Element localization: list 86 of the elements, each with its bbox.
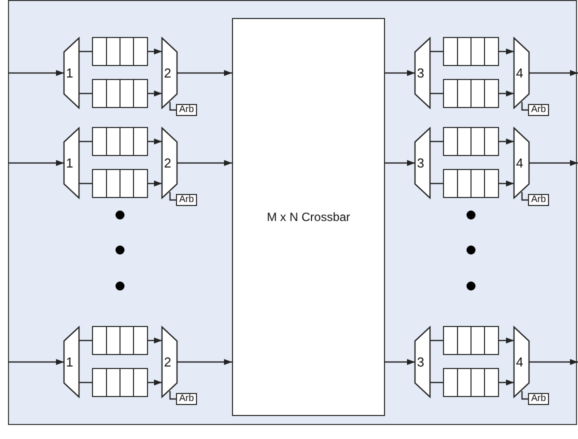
- connector-line: [430, 50, 443, 52]
- multiplexer: [514, 128, 529, 198]
- arbiter-block: Arb: [528, 104, 549, 116]
- arbiter-block: Arb: [528, 194, 549, 206]
- arrow: [385, 70, 415, 76]
- arrow: [148, 138, 162, 144]
- arrow: [499, 338, 514, 344]
- connector-line: [79, 140, 92, 142]
- port-number: 4: [516, 356, 524, 368]
- connector-line: [79, 92, 92, 94]
- arrow: [8, 70, 64, 76]
- arrow: [148, 380, 162, 386]
- arrow: [499, 90, 514, 96]
- arrow: [529, 160, 578, 166]
- connector-line: [430, 340, 443, 342]
- arrow: [529, 359, 578, 365]
- queue: [443, 127, 499, 156]
- arrow: [499, 180, 514, 186]
- arbiter-block: Arb: [176, 194, 197, 206]
- port-number: 4: [516, 156, 524, 170]
- connector-line: [521, 192, 528, 201]
- arrow: [385, 359, 415, 365]
- queue: [92, 79, 148, 108]
- connector-line: [430, 382, 443, 384]
- arbiter-block: Arb: [528, 393, 549, 405]
- arrow: [8, 160, 64, 166]
- queue: [92, 37, 148, 66]
- connector-line: [521, 391, 528, 400]
- multiplexer: [162, 38, 177, 108]
- queue: [92, 326, 148, 355]
- connector-line: [430, 182, 443, 184]
- port-number: 1: [66, 66, 74, 80]
- connector-line: [169, 102, 176, 111]
- demultiplexer: [64, 327, 79, 397]
- arbiter-block: Arb: [176, 104, 197, 116]
- arrow: [529, 70, 578, 76]
- arrow: [177, 160, 232, 166]
- demultiplexer: [415, 327, 430, 397]
- connector-line: [79, 50, 92, 52]
- arrow: [148, 180, 162, 186]
- connector-line: [430, 92, 443, 94]
- port-number: 3: [417, 156, 424, 170]
- queue: [92, 368, 148, 397]
- port-number: 2: [164, 356, 172, 368]
- multiplexer: [162, 327, 177, 397]
- arrow: [385, 160, 415, 166]
- connector-line: [169, 192, 176, 201]
- port-number: 1: [66, 356, 74, 368]
- arrow: [148, 90, 162, 96]
- arrow: [499, 48, 514, 54]
- connector-line: [79, 340, 92, 342]
- crossbar-label: M x N Crossbar: [266, 210, 350, 224]
- arrow: [499, 380, 514, 386]
- port-number: 4: [516, 66, 524, 80]
- port-number: 3: [417, 356, 424, 368]
- connector-line: [79, 382, 92, 384]
- port-number: 2: [164, 156, 172, 170]
- multiplexer: [162, 128, 177, 198]
- multiplexer: [514, 38, 529, 108]
- port-number: 3: [417, 66, 424, 80]
- queue: [443, 169, 499, 198]
- demultiplexer: [415, 38, 430, 108]
- arrow: [8, 359, 64, 365]
- arrow: [499, 138, 514, 144]
- arbiter-block: Arb: [176, 393, 197, 405]
- queue: [92, 127, 148, 156]
- arrow: [177, 359, 232, 365]
- connector-line: [430, 140, 443, 142]
- multiplexer: [514, 327, 529, 397]
- port-number: 2: [164, 66, 172, 80]
- arrow: [148, 48, 162, 54]
- demultiplexer: [64, 38, 79, 108]
- arrow: [148, 338, 162, 344]
- connector-line: [169, 391, 176, 400]
- queue: [443, 37, 499, 66]
- connector-line: [521, 102, 528, 111]
- connector-line: [79, 182, 92, 184]
- queue: [443, 326, 499, 355]
- queue: [92, 169, 148, 198]
- crossbar-block: [232, 18, 385, 416]
- demultiplexer: [415, 128, 430, 198]
- queue: [443, 368, 499, 397]
- arrow: [177, 70, 232, 76]
- port-number: 1: [66, 156, 74, 170]
- queue: [443, 79, 499, 108]
- demultiplexer: [64, 128, 79, 198]
